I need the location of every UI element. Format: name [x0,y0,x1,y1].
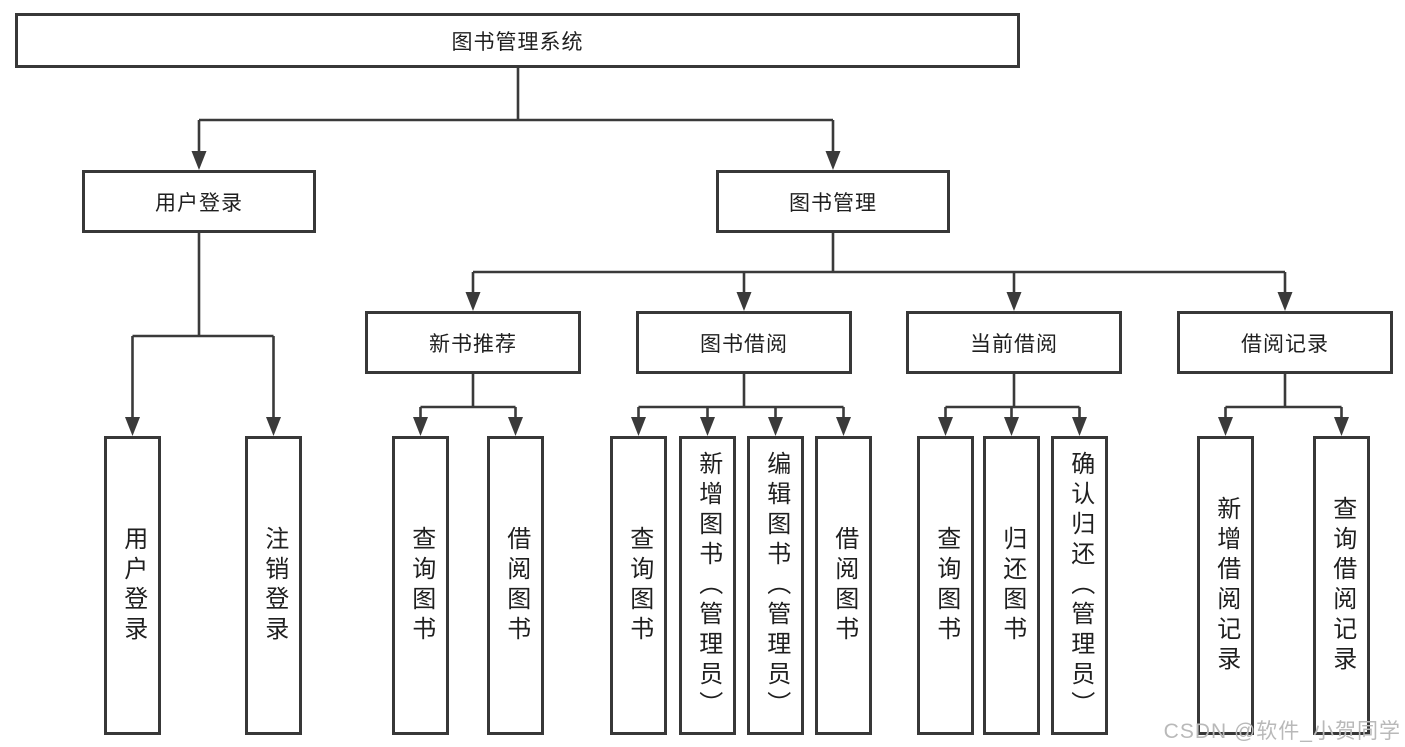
node-label: 图书借阅 [700,332,788,356]
leaf-borrow-books-2: 借阅图书 [815,436,872,735]
node-root-system: 图书管理系统 [15,13,1020,68]
node-book-borrow: 图书借阅 [636,311,852,374]
leaf-query-borrow-record: 查询借阅记录 [1313,436,1370,735]
node-current-borrow: 当前借阅 [906,311,1122,374]
leaf-confirm-return-admin: 确认归还（管理员） [1051,436,1108,735]
leaf-label: 用户登录 [119,525,147,646]
node-label: 图书管理 [789,191,877,215]
leaf-borrow-books-1: 借阅图书 [487,436,544,735]
leaf-label: 注销登录 [260,525,288,646]
leaf-label: 编辑图书（管理员） [762,450,790,721]
node-book-management: 图书管理 [716,170,950,233]
leaf-label: 查询图书 [407,525,435,646]
node-label: 借阅记录 [1241,332,1329,356]
node-label: 用户登录 [155,191,243,215]
leaf-logout: 注销登录 [245,436,302,735]
node-user-login: 用户登录 [82,170,316,233]
node-label: 图书管理系统 [451,30,584,54]
leaf-label: 新增图书（管理员） [694,450,722,721]
leaf-label: 查询图书 [932,525,960,646]
leaf-label: 归还图书 [998,525,1026,646]
node-borrow-records: 借阅记录 [1177,311,1393,374]
csdn-watermark: CSDN @软件_小贺同学 [1163,720,1401,743]
leaf-label: 借阅图书 [502,525,530,646]
leaf-query-books-3: 查询图书 [917,436,974,735]
leaf-edit-book-admin: 编辑图书（管理员） [747,436,804,735]
leaf-label: 查询借阅记录 [1328,495,1356,676]
leaf-user-login: 用户登录 [104,436,161,735]
leaf-add-book-admin: 新增图书（管理员） [679,436,736,735]
leaf-label: 查询图书 [625,525,653,646]
leaf-label: 借阅图书 [830,525,858,646]
node-label: 当前借阅 [970,332,1058,356]
leaf-return-book: 归还图书 [983,436,1040,735]
leaf-label: 确认归还（管理员） [1066,450,1094,721]
leaf-query-books-1: 查询图书 [392,436,449,735]
leaf-query-books-2: 查询图书 [610,436,667,735]
leaf-add-borrow-record: 新增借阅记录 [1197,436,1254,735]
node-new-book-recommend: 新书推荐 [365,311,581,374]
node-label: 新书推荐 [429,332,517,356]
leaf-label: 新增借阅记录 [1212,495,1240,676]
